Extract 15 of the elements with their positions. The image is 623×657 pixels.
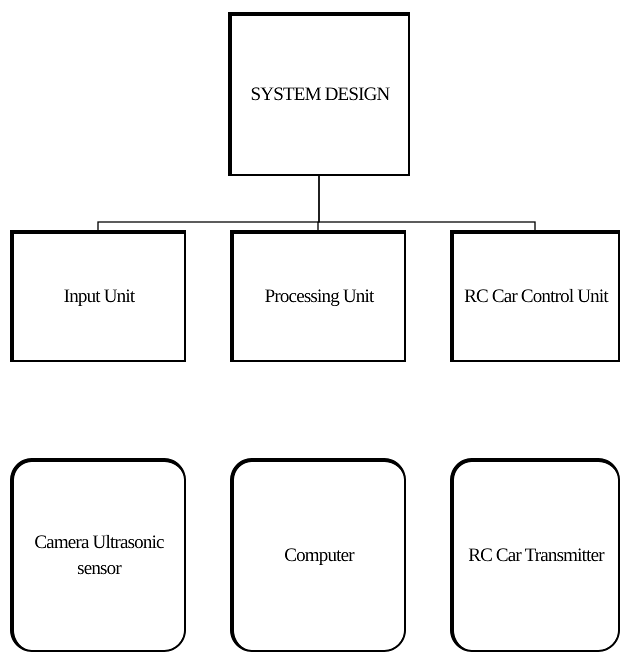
rounded-box [10,458,186,652]
box-label: RC Car Control Unit [463,285,610,310]
rounded-box [230,458,406,652]
box-label: RC Car Transmitter [467,544,606,568]
unit-box [228,12,410,176]
unit-box [10,230,186,362]
unit-box [450,230,620,362]
box-label: Camera Ultrasonic sensor [33,531,165,581]
connector-line [318,176,536,230]
rounded-box [450,458,620,652]
box-label: Computer [283,544,356,568]
box-label: SYSTEM DESIGN [250,83,391,108]
unit-box [230,230,406,362]
box-label: Processing Unit [264,285,375,310]
box-label: Input Unit [62,285,136,310]
